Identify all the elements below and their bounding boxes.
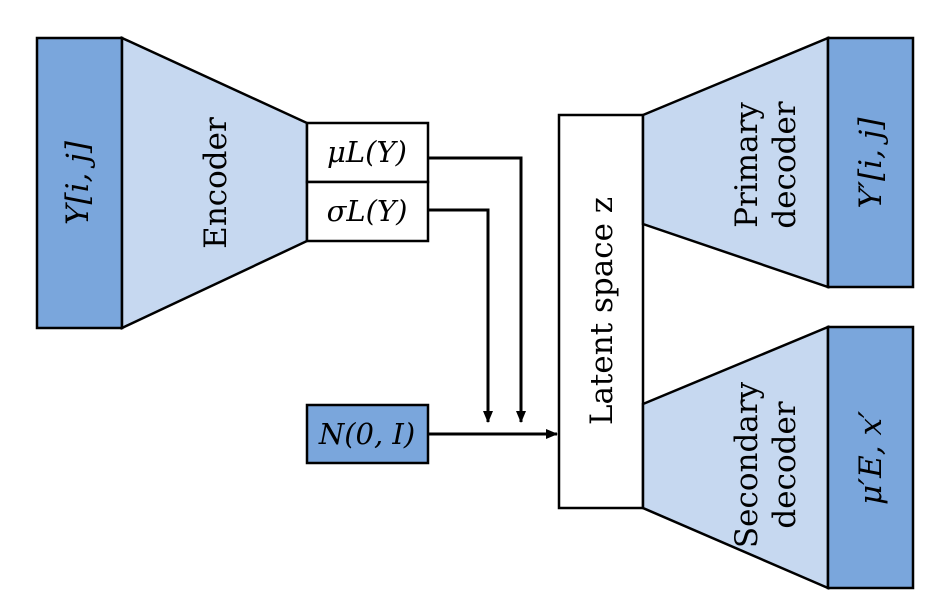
encoder-label: Encoder: [198, 117, 234, 249]
secondary-output-label: μ′E, x′: [853, 411, 889, 505]
sigma-label: σL(Y): [327, 194, 408, 228]
latent-space-label: Latent space z: [584, 197, 620, 425]
primary-decoder-label-line2: decoder: [767, 101, 803, 228]
noise-box: [305, 403, 430, 465]
sigma-arrow: [428, 208, 493, 423]
sigma-box: [305, 180, 430, 243]
primary-output-label: Y′[i, j]: [853, 117, 889, 209]
input-label: Y[i, j]: [60, 140, 96, 225]
noise-label: N(0, I): [318, 417, 415, 451]
input-block: [35, 36, 124, 330]
secondary-output-block: [826, 325, 915, 590]
mu-label: μL(Y): [327, 135, 407, 169]
mu-arrow: [428, 156, 526, 423]
secondary-decoder-label-line2: decoder: [767, 401, 803, 528]
primary-decoder-label-line1: Primary: [729, 102, 765, 228]
secondary-decoder-label-line1: Secondary: [729, 381, 765, 548]
primary-output-block: [826, 36, 915, 289]
latent-space-block: [557, 113, 645, 510]
